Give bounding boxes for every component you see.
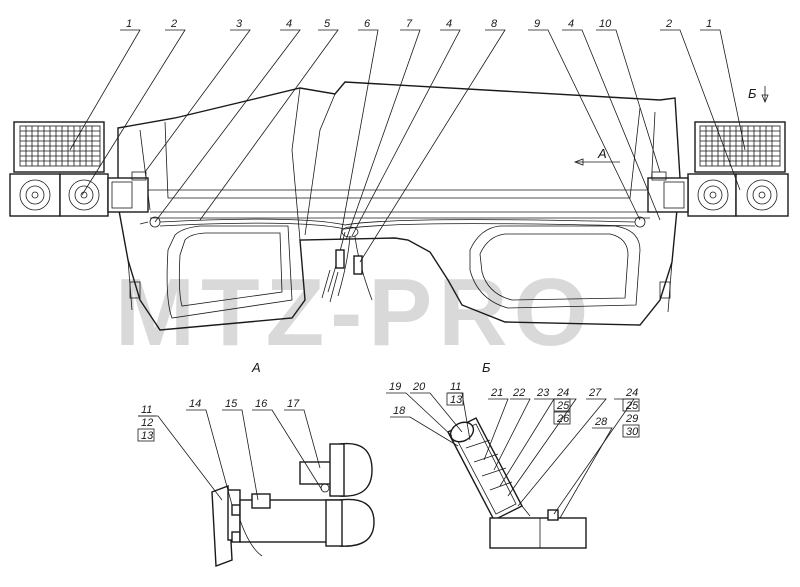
- view-a-callouts: 11 12 13 14 15 16 17: [137, 398, 300, 442]
- callout-label: 14: [189, 398, 201, 410]
- view-a-marker: A: [597, 146, 607, 161]
- left-headlamp-assembly: [9, 121, 161, 228]
- view-b-leaders: [386, 392, 635, 519]
- callout-label: 18: [393, 405, 406, 417]
- callout-label: 11: [141, 404, 152, 416]
- callout-label: 4: [446, 18, 452, 30]
- callout-label: 15: [225, 398, 238, 410]
- callout-label: 9: [534, 18, 540, 30]
- view-b-callouts: 19 20 11 13 21 22 23 24 25 26 27 18 24 2…: [389, 381, 640, 438]
- callout-label: 12: [141, 417, 153, 429]
- callout-label: 11: [450, 381, 461, 393]
- callout-label: 4: [568, 18, 574, 30]
- callout-label: 25: [625, 400, 639, 412]
- callout-label: 1: [126, 18, 132, 30]
- callout-label: 22: [512, 387, 525, 399]
- callout-label: 5: [324, 18, 331, 30]
- callout-label: 8: [491, 18, 498, 30]
- callout-label: 13: [141, 430, 154, 442]
- callout-label: 1: [706, 18, 712, 30]
- callout-label: 23: [536, 387, 550, 399]
- view-b-marker: Б: [748, 86, 757, 101]
- callout-label: 6: [364, 18, 371, 30]
- view-a-title: A: [251, 360, 261, 375]
- callout-label: 29: [625, 413, 638, 425]
- view-b-detail: [447, 417, 587, 549]
- callout-label: 2: [170, 18, 177, 30]
- top-callout-leaders: [69, 29, 746, 263]
- callout-label: 24: [625, 387, 638, 399]
- callout-label: 3: [236, 18, 243, 30]
- callout-label: 26: [556, 413, 570, 425]
- callout-label: 17: [287, 398, 300, 410]
- callout-label: 20: [412, 381, 426, 393]
- callout-label: 4: [286, 18, 292, 30]
- callout-label: 21: [490, 387, 503, 399]
- view-a-detail: [211, 442, 375, 567]
- wiring-harness: [159, 218, 636, 303]
- view-b-title: Б: [482, 360, 491, 375]
- callout-label: 24: [556, 387, 569, 399]
- view-a-arrow: A: [573, 146, 620, 166]
- callout-label: 25: [556, 400, 570, 412]
- callout-label: 13: [450, 394, 463, 406]
- callout-label: 16: [255, 398, 268, 410]
- callout-label: 27: [588, 387, 602, 399]
- view-b-arrow: Б: [748, 86, 769, 104]
- callout-label: 28: [594, 416, 608, 428]
- right-headlamp-assembly: [634, 121, 789, 228]
- watermark: MTZ-PRO: [115, 259, 594, 366]
- callout-label: 19: [389, 381, 401, 393]
- callout-label: 7: [406, 18, 413, 30]
- top-callout-numbers: 1 2 3 4 5 6 7 4 8 9 4 10 2 1: [126, 18, 712, 30]
- callout-label: 10: [599, 18, 612, 30]
- callout-label: 30: [626, 426, 639, 438]
- callout-label: 2: [665, 18, 672, 30]
